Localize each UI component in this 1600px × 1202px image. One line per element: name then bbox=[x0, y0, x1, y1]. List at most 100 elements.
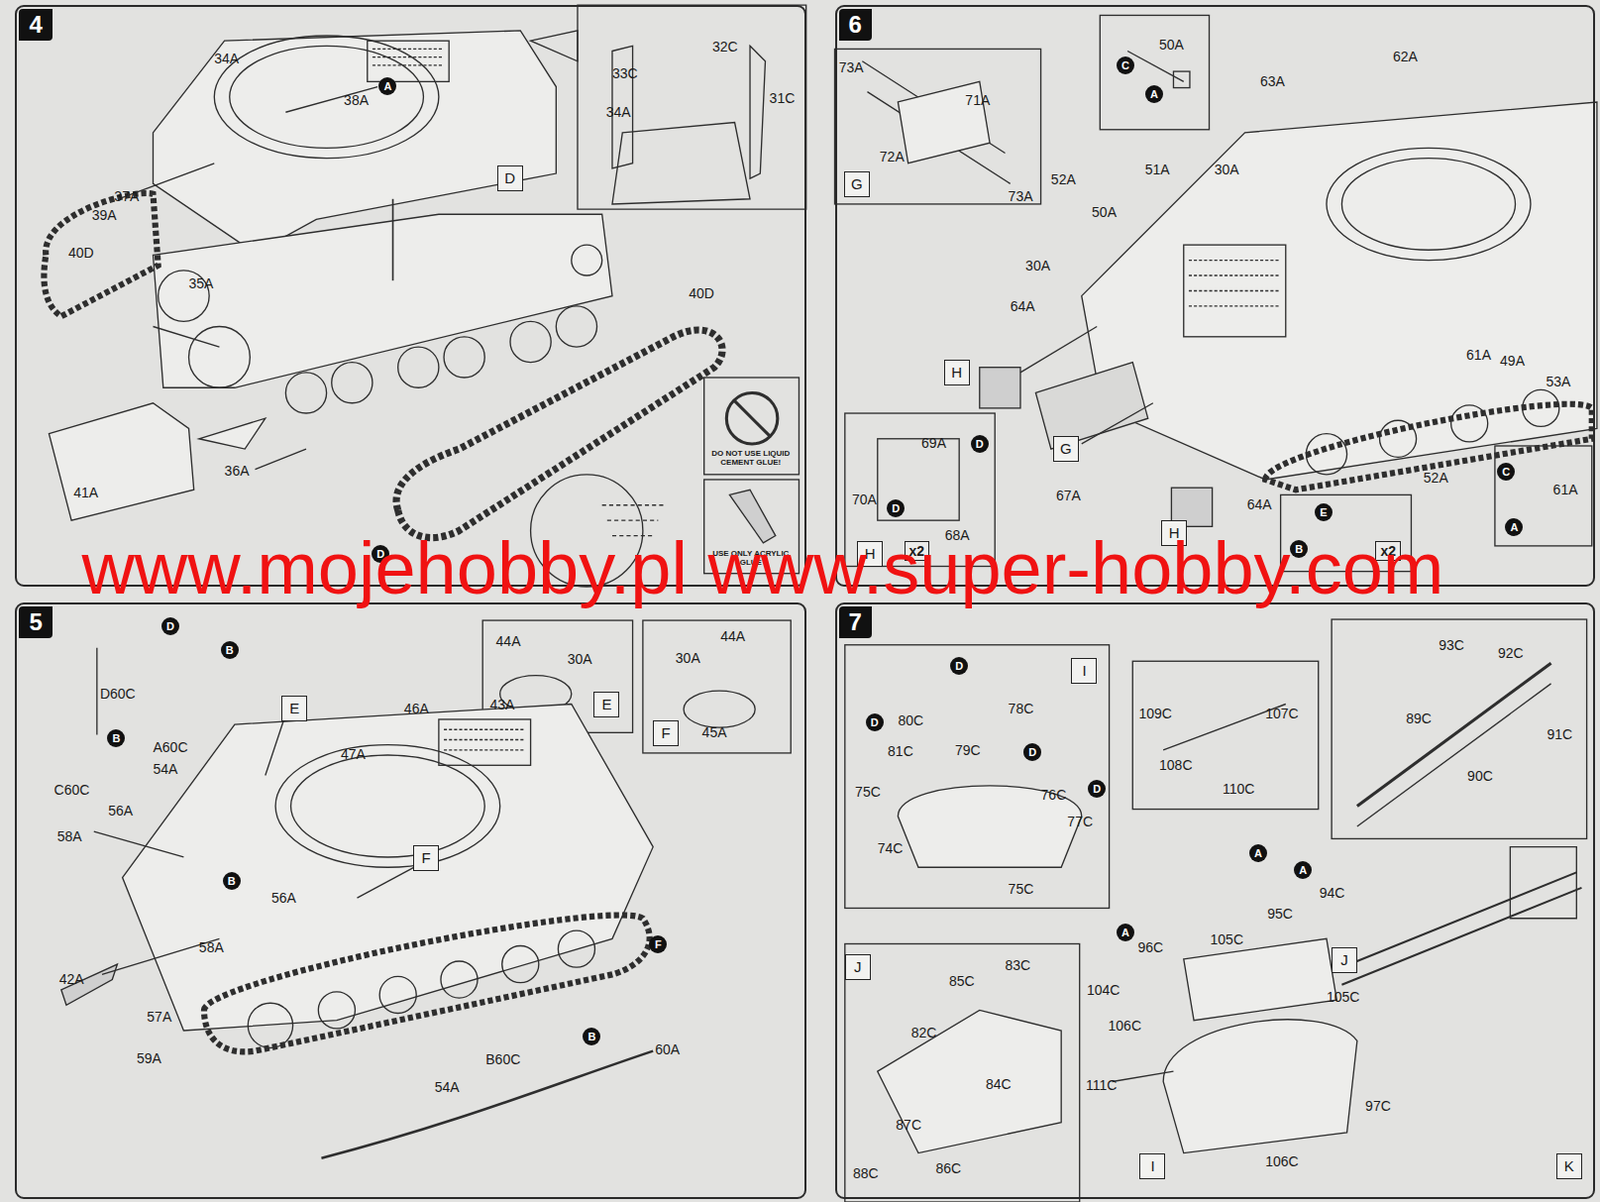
watermark: www.mojehobby.pl www.super-hobby.com bbox=[81, 529, 1444, 609]
part-number: 44A bbox=[496, 633, 522, 649]
part-number: 77C bbox=[1066, 813, 1093, 830]
part-number: 83C bbox=[1005, 957, 1032, 973]
part-number: 94C bbox=[1319, 884, 1346, 901]
subassembly-box: I bbox=[1070, 657, 1097, 684]
hull bbox=[1081, 102, 1598, 480]
part-number: 87C bbox=[895, 1116, 922, 1133]
subassembly-box: K bbox=[1556, 1153, 1583, 1179]
part-number: 46A bbox=[404, 700, 429, 717]
part-number: 58A bbox=[199, 939, 224, 956]
subassembly-letter: J bbox=[853, 958, 862, 975]
part-number: 37A bbox=[113, 188, 139, 205]
subassembly-letter: D bbox=[504, 169, 516, 187]
color-code: C bbox=[1496, 462, 1515, 481]
part-number: 60A bbox=[654, 1041, 680, 1058]
part-number: 109C bbox=[1138, 705, 1172, 722]
part-number: 57A bbox=[146, 1008, 172, 1025]
part-number: 62A bbox=[1392, 48, 1418, 65]
subassembly-letter: E bbox=[601, 695, 612, 713]
part-number: B60C bbox=[485, 1051, 521, 1067]
step-number: 4 bbox=[18, 8, 52, 41]
part-number: 30A bbox=[567, 650, 593, 667]
part-number: C60C bbox=[54, 781, 91, 798]
part-number: 40D bbox=[688, 285, 715, 302]
color-code: B bbox=[220, 640, 239, 659]
part-number: 64A bbox=[1247, 496, 1273, 513]
part-number: 72A bbox=[879, 148, 905, 165]
part-number: 45A bbox=[702, 724, 728, 741]
part-number: 81C bbox=[887, 743, 914, 759]
part-number: 39A bbox=[92, 207, 117, 223]
part-number: 69A bbox=[921, 434, 947, 451]
part-number: 89C bbox=[1405, 710, 1432, 727]
part-number: 78C bbox=[1008, 700, 1035, 717]
color-code: D bbox=[865, 713, 884, 732]
color-code: B bbox=[222, 871, 241, 890]
part-number: 32C bbox=[712, 38, 739, 55]
part-number: 63A bbox=[1260, 73, 1285, 90]
subassembly-box: D bbox=[497, 165, 524, 192]
lower-hull bbox=[152, 213, 612, 388]
subassembly-box: E bbox=[281, 695, 308, 722]
part-number: 30A bbox=[675, 649, 701, 666]
part-number: 92C bbox=[1497, 644, 1524, 661]
part-number: 34A bbox=[606, 104, 632, 120]
part-number: 33C bbox=[612, 65, 639, 82]
part-number: 40D bbox=[68, 244, 95, 261]
part-number: 73A bbox=[839, 59, 864, 76]
part-number: 105C bbox=[1210, 931, 1244, 948]
subassembly-letter: H bbox=[951, 363, 962, 381]
part-number: 91C bbox=[1546, 726, 1573, 743]
color-code: B bbox=[106, 729, 125, 747]
part-number: 95C bbox=[1267, 905, 1293, 922]
subassembly-box: J bbox=[1331, 947, 1358, 973]
subassembly-box: I bbox=[1139, 1153, 1166, 1179]
part-number: 71A bbox=[964, 92, 990, 108]
color-code: B bbox=[582, 1027, 601, 1046]
part-number: 108C bbox=[1159, 756, 1192, 773]
part-number: 47A bbox=[340, 746, 366, 762]
part-number: 58A bbox=[57, 828, 83, 845]
subassembly-box: F bbox=[413, 845, 439, 871]
subassembly-letter: K bbox=[1564, 1157, 1575, 1174]
part-number: 30A bbox=[1214, 161, 1240, 178]
part-number: 51A bbox=[1145, 161, 1171, 178]
part-number: 85C bbox=[949, 972, 975, 989]
part-number: 34A bbox=[213, 50, 239, 67]
part-number: 79C bbox=[955, 742, 981, 758]
color-code: F bbox=[648, 935, 667, 954]
part-number: 111C bbox=[1085, 1076, 1117, 1093]
track bbox=[43, 193, 158, 317]
part-number: 43A bbox=[489, 696, 515, 713]
part-number: 93C bbox=[1438, 637, 1465, 653]
subassembly-letter: J bbox=[1340, 951, 1349, 968]
part-number: 42A bbox=[59, 970, 85, 987]
subassembly-letter: F bbox=[422, 849, 431, 866]
part-number: 105C bbox=[1326, 988, 1360, 1005]
part-number: 31C bbox=[769, 90, 796, 107]
inset bbox=[577, 4, 807, 210]
part-number: 82C bbox=[911, 1024, 938, 1041]
part-number: 106C bbox=[1265, 1153, 1298, 1170]
part-number: 56A bbox=[271, 889, 297, 906]
subassembly-letter: I bbox=[1150, 1157, 1155, 1174]
part-number: 74C bbox=[877, 840, 904, 856]
subassembly-letter: E bbox=[289, 699, 300, 717]
part-number: 64A bbox=[1010, 298, 1036, 315]
glue-note: DO NOT USE LIQUID CEMENT GLUE! bbox=[708, 448, 794, 467]
part-number: 73A bbox=[1008, 188, 1034, 205]
part-number: 97C bbox=[1365, 1097, 1391, 1114]
part-number: 53A bbox=[1545, 373, 1571, 390]
subassembly-letter: G bbox=[1060, 439, 1072, 457]
part-number: 70A bbox=[852, 491, 877, 508]
subassembly-box: G bbox=[844, 171, 870, 198]
subassembly-box: H bbox=[944, 359, 970, 386]
color-code: A bbox=[378, 77, 397, 96]
part-number: 76C bbox=[1041, 786, 1067, 803]
part-number: 88C bbox=[853, 1165, 879, 1181]
track bbox=[396, 329, 723, 538]
part-number: 80C bbox=[897, 712, 924, 729]
step-panel: 4D bbox=[14, 4, 806, 587]
color-code: D bbox=[1023, 743, 1042, 761]
part-number: 52A bbox=[1423, 469, 1449, 486]
